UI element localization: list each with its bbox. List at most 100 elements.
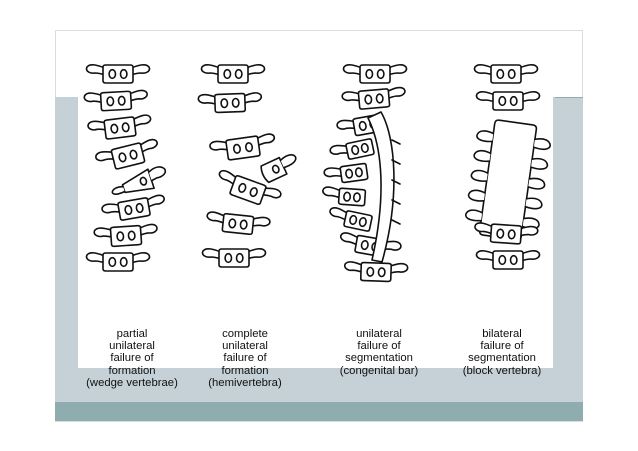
vertebral-body: [102, 64, 134, 84]
bar-tick: [391, 159, 401, 165]
transverse-process: [329, 144, 351, 155]
transverse-process: [93, 227, 114, 239]
transverse-process: [467, 189, 486, 202]
vertebra: [87, 114, 152, 140]
transverse-process: [473, 63, 494, 76]
transverse-process: [385, 86, 406, 100]
pedicle: [121, 122, 130, 133]
vertebra: [329, 207, 373, 232]
pedicle: [352, 192, 361, 203]
caption-line: failure of: [357, 340, 401, 353]
transverse-process: [341, 91, 362, 102]
vertebral-body: [218, 248, 250, 268]
vertebra: [85, 63, 151, 84]
pedicle: [509, 95, 518, 107]
vertebral-body: [492, 91, 524, 111]
vertebral-body: [213, 92, 247, 114]
transverse-process: [85, 63, 106, 76]
figure-panel: partial unilateral failure of formation …: [78, 48, 553, 389]
vertebral-body: [357, 88, 391, 110]
spine-block-vertebra: [464, 63, 552, 270]
vertebral-body: [489, 223, 523, 245]
vertebral-body: [492, 250, 524, 270]
transverse-process: [201, 247, 222, 260]
vertebra: [200, 63, 266, 84]
caption-line: partial: [116, 328, 148, 340]
vertebra: [323, 162, 369, 184]
vertebra: [218, 169, 282, 206]
transverse-process: [241, 92, 263, 105]
transverse-process: [518, 225, 539, 237]
caption-line: (block vertebra): [462, 364, 542, 377]
pedicle: [366, 266, 375, 277]
vertebra: [475, 249, 541, 270]
vertebral-body: [359, 261, 393, 283]
transverse-process: [518, 63, 539, 76]
pedicle: [358, 120, 367, 131]
pedicle: [377, 267, 386, 278]
transverse-process: [209, 140, 230, 151]
pedicle: [364, 94, 373, 105]
transverse-process: [144, 194, 165, 209]
transverse-process: [245, 63, 266, 76]
transverse-process: [111, 185, 126, 195]
pedicle: [507, 68, 516, 80]
spine-anomaly-figure: [83, 63, 552, 283]
transverse-process: [137, 223, 158, 237]
vertebral-body: [225, 135, 261, 161]
transverse-process: [343, 261, 365, 274]
transverse-process: [246, 247, 267, 260]
bar-tick: [391, 139, 401, 145]
vertebral-body: [337, 187, 367, 207]
vertebral-body: [117, 197, 151, 221]
vertebral-body: [217, 64, 249, 84]
transverse-process: [527, 177, 546, 190]
vertebra: [342, 63, 408, 84]
transverse-process: [200, 63, 221, 76]
caption-line: complete: [222, 328, 268, 340]
hemivertebra: [260, 154, 297, 184]
pedicle: [507, 229, 516, 240]
transverse-process: [388, 262, 409, 275]
transverse-process: [148, 166, 167, 182]
transverse-process: [520, 90, 541, 103]
caption-block-vertebra: bilateral failure of segmentation (block…: [437, 328, 567, 377]
pedicle: [496, 228, 505, 239]
vertebral-body: [343, 210, 373, 232]
pedicle: [345, 168, 354, 179]
transverse-process: [127, 89, 148, 103]
vertebral-body: [221, 212, 255, 236]
transverse-process: [130, 251, 151, 264]
pedicle: [106, 96, 115, 107]
pedicle: [139, 176, 148, 186]
caption-line: failure of: [223, 352, 267, 365]
caption-line: unilateral: [109, 340, 155, 353]
vertebra: [85, 251, 151, 272]
pedicle: [234, 68, 243, 80]
transverse-process: [476, 130, 495, 143]
vertebral-body: [229, 174, 267, 206]
transverse-process: [336, 119, 358, 130]
vertebra: [322, 186, 367, 207]
wedge-vertebra: [111, 166, 167, 195]
caption-line: segmentation: [468, 352, 536, 365]
caption-congenital-bar: unilateral failure of segmentation (cong…: [314, 328, 444, 377]
caption-hemivertebra: complete unilateral failure of formation…: [180, 328, 310, 389]
transverse-process: [520, 249, 541, 262]
pedicle: [360, 142, 369, 154]
pedicle: [238, 182, 247, 193]
spine-congenital-bar: [322, 63, 409, 283]
caption-line: bilateral: [482, 328, 522, 340]
caption-line: (congenital bar): [339, 364, 419, 377]
vertebra: [340, 232, 402, 258]
vertebral-body: [110, 142, 146, 170]
pedicle: [360, 240, 369, 251]
pedicle: [509, 254, 518, 266]
slide-footer-band: [55, 402, 583, 421]
vertebra: [206, 211, 271, 236]
pedicle: [135, 202, 144, 214]
pedicle: [117, 95, 126, 106]
pedicle: [349, 214, 358, 226]
vertebral-body: [99, 90, 133, 112]
pedicle: [249, 187, 258, 198]
